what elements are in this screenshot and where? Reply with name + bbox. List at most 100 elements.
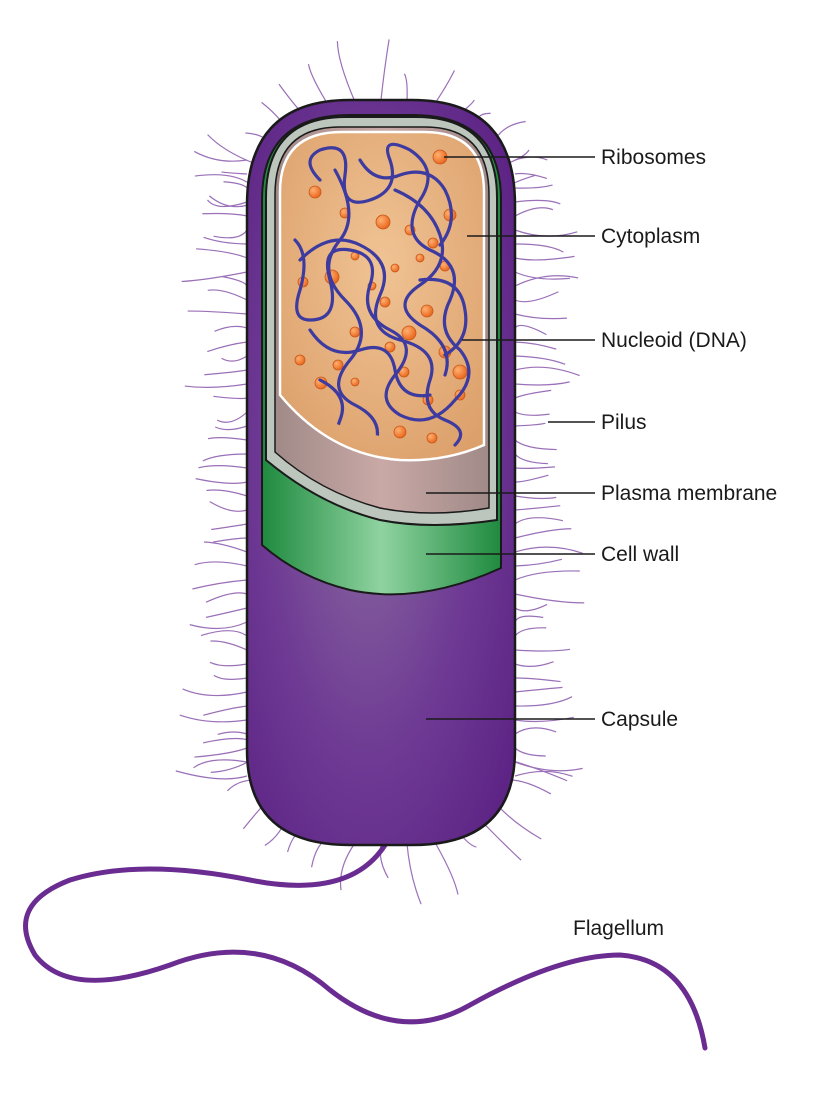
ribosome bbox=[294, 354, 306, 366]
pilus bbox=[205, 607, 248, 618]
pilus bbox=[193, 759, 248, 769]
pilus bbox=[514, 313, 567, 320]
pilus bbox=[514, 389, 552, 399]
ribosome bbox=[452, 364, 468, 380]
pilus bbox=[193, 150, 248, 162]
pilus bbox=[514, 677, 561, 683]
pilus bbox=[195, 478, 248, 484]
pilus bbox=[207, 134, 259, 166]
pilus bbox=[514, 172, 548, 180]
label-nucleoid: Nucleoid (DNA) bbox=[601, 329, 747, 352]
pilus bbox=[514, 546, 583, 554]
pilus bbox=[207, 199, 248, 208]
pilus bbox=[406, 842, 422, 905]
pilus bbox=[514, 528, 572, 539]
pilus bbox=[514, 439, 557, 451]
pilus bbox=[184, 383, 248, 388]
pilus bbox=[192, 579, 248, 590]
pilus bbox=[514, 453, 548, 465]
pilus bbox=[194, 747, 248, 758]
pilus bbox=[514, 184, 553, 189]
pilus bbox=[514, 366, 580, 377]
pilus bbox=[514, 199, 561, 205]
pilus bbox=[203, 737, 249, 744]
pilus bbox=[514, 505, 561, 511]
pilus bbox=[213, 229, 248, 239]
pilus bbox=[514, 291, 559, 303]
pilus bbox=[208, 195, 249, 208]
pilus bbox=[213, 674, 248, 680]
ribosome bbox=[332, 359, 344, 371]
pilus bbox=[514, 627, 547, 637]
pilus bbox=[198, 465, 248, 469]
ribosome bbox=[401, 325, 417, 341]
pilus bbox=[380, 39, 390, 101]
pilus bbox=[207, 341, 248, 353]
pilus bbox=[203, 541, 248, 553]
pilus bbox=[221, 171, 248, 175]
label-capsule: Capsule bbox=[601, 708, 678, 731]
pilus bbox=[175, 770, 248, 780]
pilus bbox=[203, 705, 248, 716]
pilus bbox=[182, 688, 248, 697]
label-flagellum: Flagellum bbox=[573, 917, 664, 940]
pilus bbox=[514, 381, 570, 386]
pilus bbox=[514, 558, 563, 567]
pilus bbox=[196, 248, 248, 259]
pilus bbox=[212, 537, 248, 543]
pilus bbox=[210, 640, 248, 651]
pilus bbox=[403, 73, 408, 103]
pilus bbox=[194, 174, 251, 185]
pilus bbox=[431, 836, 459, 895]
pilus bbox=[221, 355, 248, 362]
ribosome bbox=[349, 326, 361, 338]
pilus bbox=[179, 714, 248, 723]
ribosome bbox=[379, 296, 391, 308]
pilus bbox=[514, 275, 579, 287]
pilus bbox=[514, 770, 573, 777]
ribosome bbox=[375, 214, 391, 230]
pilus bbox=[514, 324, 547, 336]
pilus bbox=[514, 727, 557, 735]
pilus bbox=[514, 696, 573, 707]
ribosome bbox=[393, 425, 407, 439]
leader-lines bbox=[426, 156, 595, 720]
pilus bbox=[206, 489, 248, 497]
ribosome bbox=[308, 185, 322, 199]
pilus bbox=[194, 561, 248, 567]
pilus bbox=[514, 661, 554, 667]
pilus bbox=[514, 466, 556, 469]
pilus bbox=[514, 243, 564, 253]
ribosome bbox=[350, 377, 360, 387]
ribosome bbox=[415, 253, 425, 263]
pilus bbox=[511, 174, 536, 186]
pilus bbox=[213, 395, 248, 400]
pilus bbox=[217, 731, 248, 736]
pilus bbox=[214, 325, 248, 332]
cytoplasm bbox=[278, 130, 486, 462]
pilus bbox=[181, 271, 248, 283]
pilus bbox=[209, 501, 248, 512]
pilus bbox=[514, 593, 585, 604]
pilus bbox=[514, 603, 548, 612]
pilus bbox=[514, 422, 546, 427]
pilus bbox=[222, 276, 248, 287]
pilus bbox=[200, 630, 248, 637]
pilus bbox=[209, 661, 248, 667]
pilus bbox=[514, 411, 550, 416]
ribosome bbox=[426, 432, 438, 444]
pilus bbox=[187, 310, 248, 315]
pilus bbox=[202, 212, 248, 217]
pilus bbox=[336, 41, 356, 103]
pilus bbox=[216, 411, 248, 423]
pilus bbox=[514, 255, 575, 261]
ribosome bbox=[390, 263, 400, 273]
pilus bbox=[211, 523, 248, 531]
label-pilus: Pilus bbox=[601, 411, 647, 434]
pilus bbox=[514, 761, 583, 772]
pilus bbox=[189, 621, 248, 630]
pilus bbox=[214, 425, 248, 431]
labels: Ribosomes Cytoplasm Nucleoid (DNA) Pilus… bbox=[573, 146, 777, 940]
pilus bbox=[207, 289, 248, 301]
